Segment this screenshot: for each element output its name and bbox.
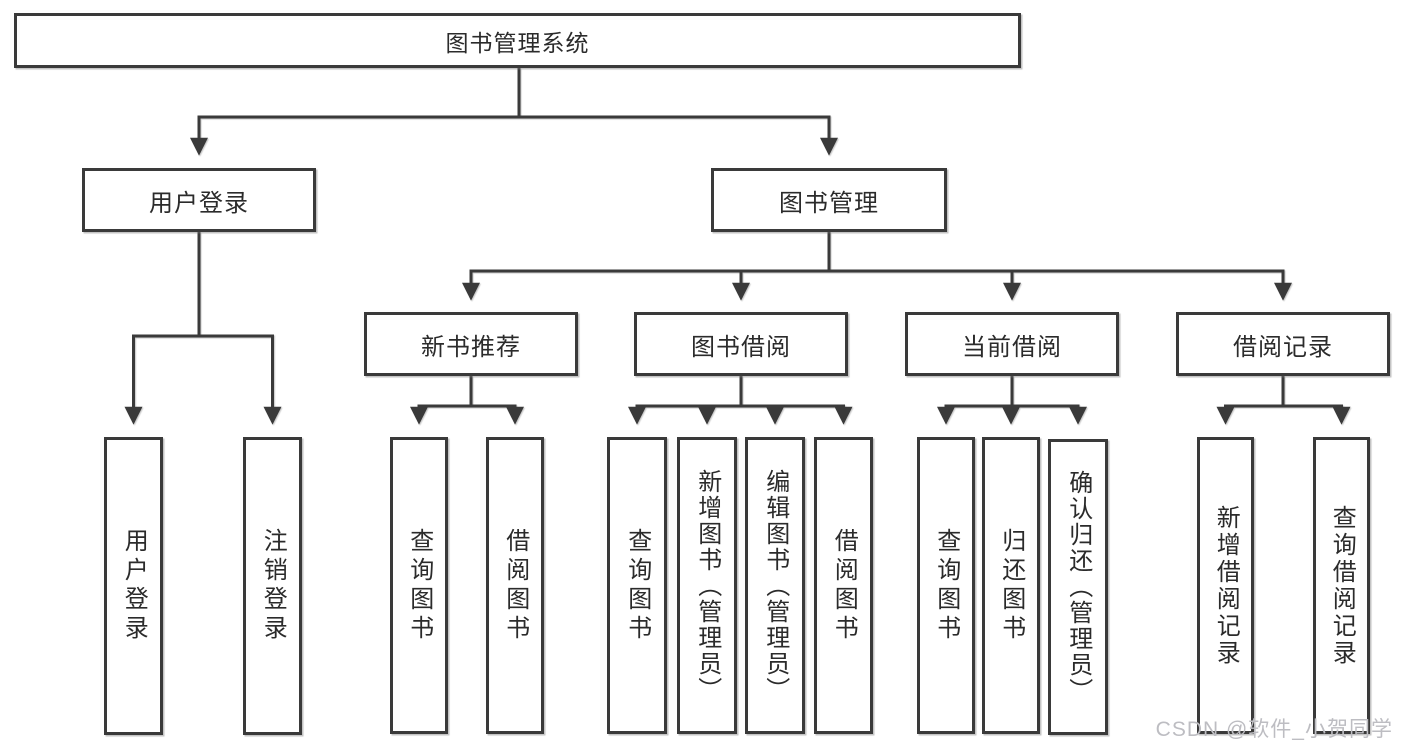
node-borrowing-borrow-books-label: 借阅图书: [830, 527, 858, 644]
node-current-confirm-return-admin-label: 确认归还（管理员）: [1064, 470, 1092, 704]
node-borrowing-query-books: 查询图书: [607, 437, 667, 734]
node-borrowing-borrow-books: 借阅图书: [814, 437, 873, 734]
node-current-confirm-return-admin: 确认归还（管理员）: [1048, 439, 1108, 735]
node-newrec-borrow-books: 借阅图书: [486, 437, 544, 734]
node-root: 图书管理系统: [14, 13, 1021, 68]
node-current-query-books-label: 查询图书: [932, 527, 960, 644]
node-book-borrowing-label: 图书借阅: [691, 333, 791, 361]
node-current-return-books-label: 归还图书: [997, 527, 1025, 644]
node-current-borrowing: 当前借阅: [905, 312, 1119, 376]
node-borrowing-add-books-admin-label: 新增图书（管理员）: [693, 468, 721, 703]
node-borrowing-edit-books-admin: 编辑图书（管理员）: [745, 437, 805, 734]
node-borrowing-edit-books-admin-label: 编辑图书（管理员）: [761, 468, 789, 703]
node-borrow-records: 借阅记录: [1176, 312, 1390, 376]
node-newrec-query-books: 查询图书: [390, 437, 448, 734]
node-current-return-books: 归还图书: [982, 437, 1040, 734]
node-borrowing-add-books-admin: 新增图书（管理员）: [677, 437, 737, 734]
node-user-login-leaf-label: 用户登录: [120, 528, 148, 644]
node-book-management-label: 图书管理: [779, 189, 879, 217]
node-current-borrowing-label: 当前借阅: [962, 333, 1062, 361]
node-newrec-borrow-books-label: 借阅图书: [501, 527, 529, 644]
node-borrowing-query-books-label: 查询图书: [623, 527, 651, 644]
node-new-book-recommend-label: 新书推荐: [421, 333, 521, 361]
node-records-add-record: 新增借阅记录: [1197, 437, 1254, 734]
node-user-login-label: 用户登录: [149, 189, 249, 217]
node-records-query-record-label: 查询借阅记录: [1328, 504, 1356, 667]
node-root-label: 图书管理系统: [445, 29, 590, 56]
node-book-management: 图书管理: [711, 168, 947, 232]
node-records-add-record-label: 新增借阅记录: [1212, 504, 1240, 667]
node-logout: 注销登录: [243, 437, 302, 735]
node-logout-label: 注销登录: [259, 528, 287, 644]
node-user-login: 用户登录: [82, 168, 316, 232]
node-current-query-books: 查询图书: [917, 437, 975, 734]
node-records-query-record: 查询借阅记录: [1313, 437, 1370, 734]
node-newrec-query-books-label: 查询图书: [405, 527, 433, 644]
node-new-book-recommend: 新书推荐: [364, 312, 578, 376]
node-borrow-records-label: 借阅记录: [1233, 333, 1333, 361]
node-book-borrowing: 图书借阅: [634, 312, 848, 376]
node-user-login-leaf: 用户登录: [104, 437, 163, 735]
